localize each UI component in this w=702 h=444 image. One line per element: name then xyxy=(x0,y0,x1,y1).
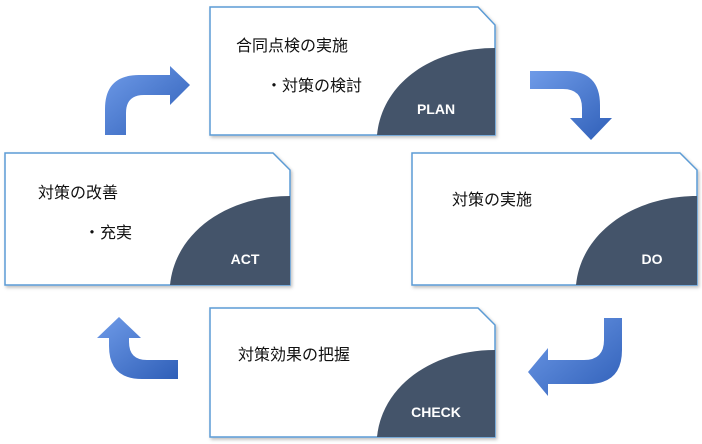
arrow-check-to-act xyxy=(97,317,178,379)
check-card: 対策効果の把握 CHECK xyxy=(209,307,496,438)
act-label: ACT xyxy=(231,251,260,267)
check-label: CHECK xyxy=(411,404,461,420)
arrow-plan-to-do xyxy=(530,71,612,140)
do-line-1: 対策の実施 xyxy=(452,190,532,209)
act-label-panel xyxy=(170,196,290,285)
plan-line-2: ・対策の検討 xyxy=(266,76,362,95)
check-line-1: 対策効果の把握 xyxy=(238,345,350,364)
plan-card: 合同点検の実施 ・対策の検討 PLAN xyxy=(209,6,496,136)
arrow-act-to-plan xyxy=(105,66,190,135)
do-card: 対策の実施 DO xyxy=(411,152,698,286)
do-label: DO xyxy=(642,251,663,267)
act-card: 対策の改善 ・充実 ACT xyxy=(4,152,291,286)
plan-label-panel xyxy=(377,48,495,135)
arrow-do-to-check xyxy=(528,318,622,396)
do-label-panel xyxy=(576,196,697,285)
check-label-panel xyxy=(377,350,495,437)
act-line-1: 対策の改善 xyxy=(38,183,118,202)
plan-label: PLAN xyxy=(417,101,455,117)
act-line-2: ・充実 xyxy=(84,223,132,242)
plan-line-1: 合同点検の実施 xyxy=(236,36,348,55)
